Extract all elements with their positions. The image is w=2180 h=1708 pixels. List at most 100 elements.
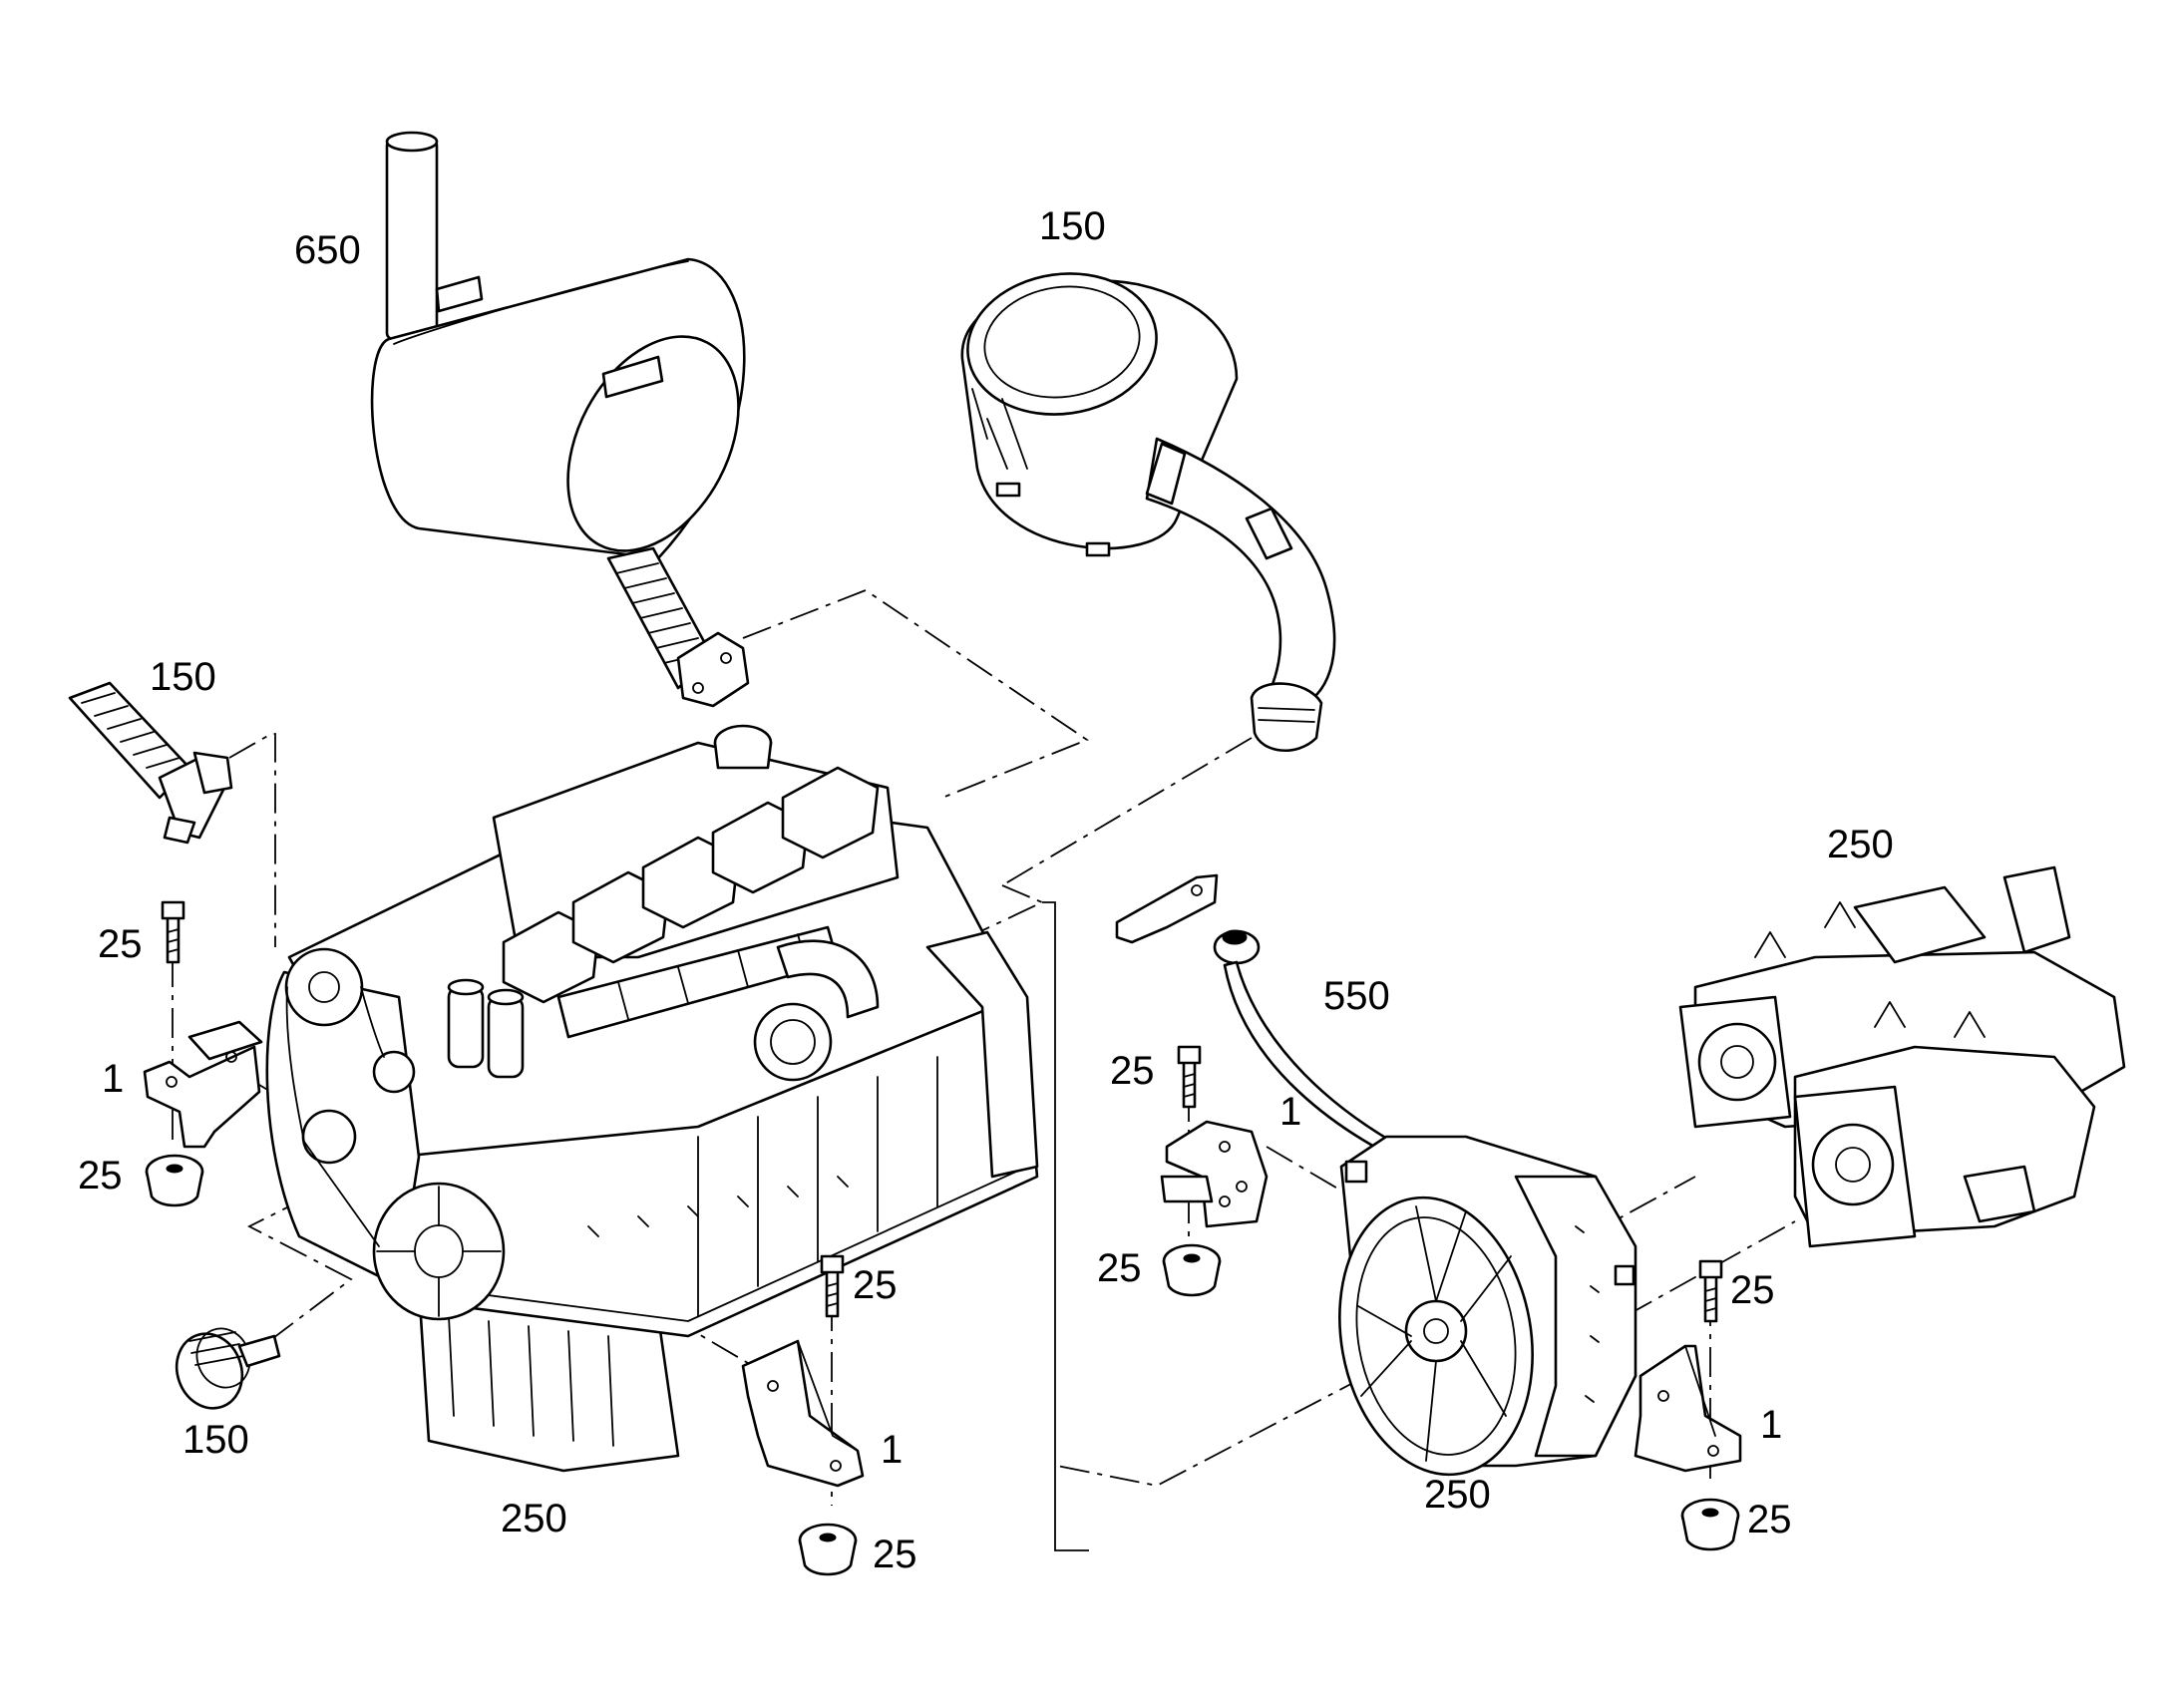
pump-control-block [1853, 885, 1987, 964]
pump-mount-foot [1963, 1165, 2036, 1223]
callout-1: 1 [881, 1428, 903, 1472]
mount-hole [1219, 1141, 1231, 1153]
drive-belt [285, 986, 385, 1247]
callout-1: 1 [1279, 1090, 1301, 1134]
hose-end-ribs [1258, 707, 1315, 723]
mount-hole [1219, 1196, 1231, 1207]
sensor-bracket [1115, 873, 1219, 944]
crankcase-lower-edge [418, 1166, 1028, 1322]
rubber-mount-midright-body [1162, 1259, 1222, 1297]
callout-250: 250 [1424, 1473, 1491, 1517]
air-filter-foot [1085, 541, 1111, 557]
flange-bolt-hole [692, 682, 704, 694]
mount-bracket-center [741, 1339, 865, 1488]
hose-550-fitting-top [1222, 929, 1248, 945]
bracket-line-engine-housing [1042, 901, 1089, 1551]
exhaust-stack-pipe [385, 138, 439, 341]
mount-bracket-midright [1165, 1120, 1269, 1228]
callout-250: 250 [501, 1497, 567, 1540]
idler-pulley [372, 1050, 416, 1094]
pump-drive-housing [1338, 1135, 1637, 1477]
callout-250: 250 [1827, 823, 1894, 866]
turbocharger-inlet [770, 1019, 816, 1065]
mount-center-group [741, 1254, 865, 1576]
leader-housing-pump-lower [1625, 1220, 1796, 1317]
mount-bracket-center-web [797, 1340, 859, 1452]
flywheel-housing [925, 930, 1039, 1179]
callout-1: 1 [1760, 1403, 1782, 1447]
rubber-mount-midright-hole [1183, 1253, 1201, 1263]
housing-lug [1614, 1264, 1635, 1286]
callout-650: 650 [294, 228, 361, 272]
callout-150: 150 [150, 655, 216, 699]
elbow-bracket [163, 816, 196, 845]
mount-right-group [1634, 1259, 1742, 1551]
bolt-left-head [161, 900, 185, 920]
mount-hole [1236, 1181, 1248, 1193]
bolt-midright-thread [1183, 1073, 1196, 1098]
turbo-pipe [776, 939, 880, 1019]
flywheel-housing-inner [1355, 1216, 1517, 1456]
turbocharger [753, 1002, 833, 1082]
muffler-assembly [370, 131, 750, 708]
muffler-outlet-flange [676, 631, 750, 708]
callout-labels: 650 150 150 150 250 250 250 550 25 1 25 … [78, 204, 1894, 1576]
callout-25: 25 [78, 1154, 123, 1197]
leader-hose-bottom-engine [247, 1175, 376, 1342]
callout-25: 25 [853, 1263, 898, 1307]
rubber-mount-center-body [798, 1538, 858, 1576]
mount-midright-group [1160, 1045, 1269, 1297]
fan-pulley-hub [308, 971, 340, 1003]
fuel-filter-cap [447, 978, 485, 996]
pump-lower-shaft [1835, 1147, 1871, 1183]
block-bolt-row [587, 1176, 849, 1237]
pump-upper-shaft [1720, 1045, 1754, 1079]
sensor-bracket-hole [1191, 884, 1203, 896]
housing-gearbox [1514, 1175, 1637, 1458]
pump-fittings [1754, 901, 1986, 1038]
mount-hole [166, 1076, 178, 1088]
bolt-center-thread [826, 1282, 839, 1307]
mount-bracket-right-web [1684, 1345, 1716, 1437]
housing-spokes [1357, 1205, 1512, 1462]
air-filter-lid [966, 272, 1158, 416]
mount-bracket-right [1634, 1344, 1742, 1473]
mount-hole [225, 1051, 237, 1063]
pump-lower-shaft-face [1811, 1123, 1895, 1206]
oil-filler-neck [713, 741, 773, 770]
drive-hub [1404, 1299, 1468, 1363]
flange-bolt-hole [720, 652, 732, 664]
elbow-flange [192, 751, 233, 795]
air-filter-lid-inner [983, 285, 1141, 399]
callout-25: 25 [1747, 1498, 1792, 1541]
mount-hole [1707, 1445, 1719, 1457]
rubber-mount-right-hole [1701, 1508, 1719, 1518]
muffler-bracket-top [435, 275, 484, 313]
rubber-mount-left-hole [166, 1164, 183, 1174]
fuel-filter [487, 995, 525, 1079]
callout-25: 25 [1110, 1049, 1155, 1093]
mount-left-group [143, 900, 263, 1207]
rubber-mount-center-hole [819, 1533, 837, 1542]
air-filter-ribs [971, 388, 1028, 470]
elbow-hose-ribs [81, 692, 181, 769]
callout-550: 550 [1323, 974, 1390, 1018]
crankcase-ribs [697, 1056, 938, 1317]
pump-solenoid [2002, 865, 2071, 954]
pump-upper-shaft-face [1697, 1022, 1777, 1102]
callout-25: 25 [98, 922, 143, 966]
rubber-mount-right-body [1680, 1514, 1740, 1551]
hose-bottom-ribs [188, 1331, 244, 1366]
leader-muffler-engine [742, 588, 1089, 799]
callout-25: 25 [1730, 1268, 1775, 1312]
fuel-filter [447, 985, 485, 1069]
air-filter-assembly [960, 272, 1336, 752]
outlet-ribs [615, 562, 707, 664]
air-filter-clamp-mid [1245, 507, 1293, 560]
fan-pulley [284, 947, 364, 1027]
leader-housing-engine-long [1056, 1375, 1367, 1487]
valve-covers [502, 766, 880, 1004]
air-filter-hose-end [1250, 682, 1323, 752]
muffler-bracket-side [601, 355, 664, 399]
